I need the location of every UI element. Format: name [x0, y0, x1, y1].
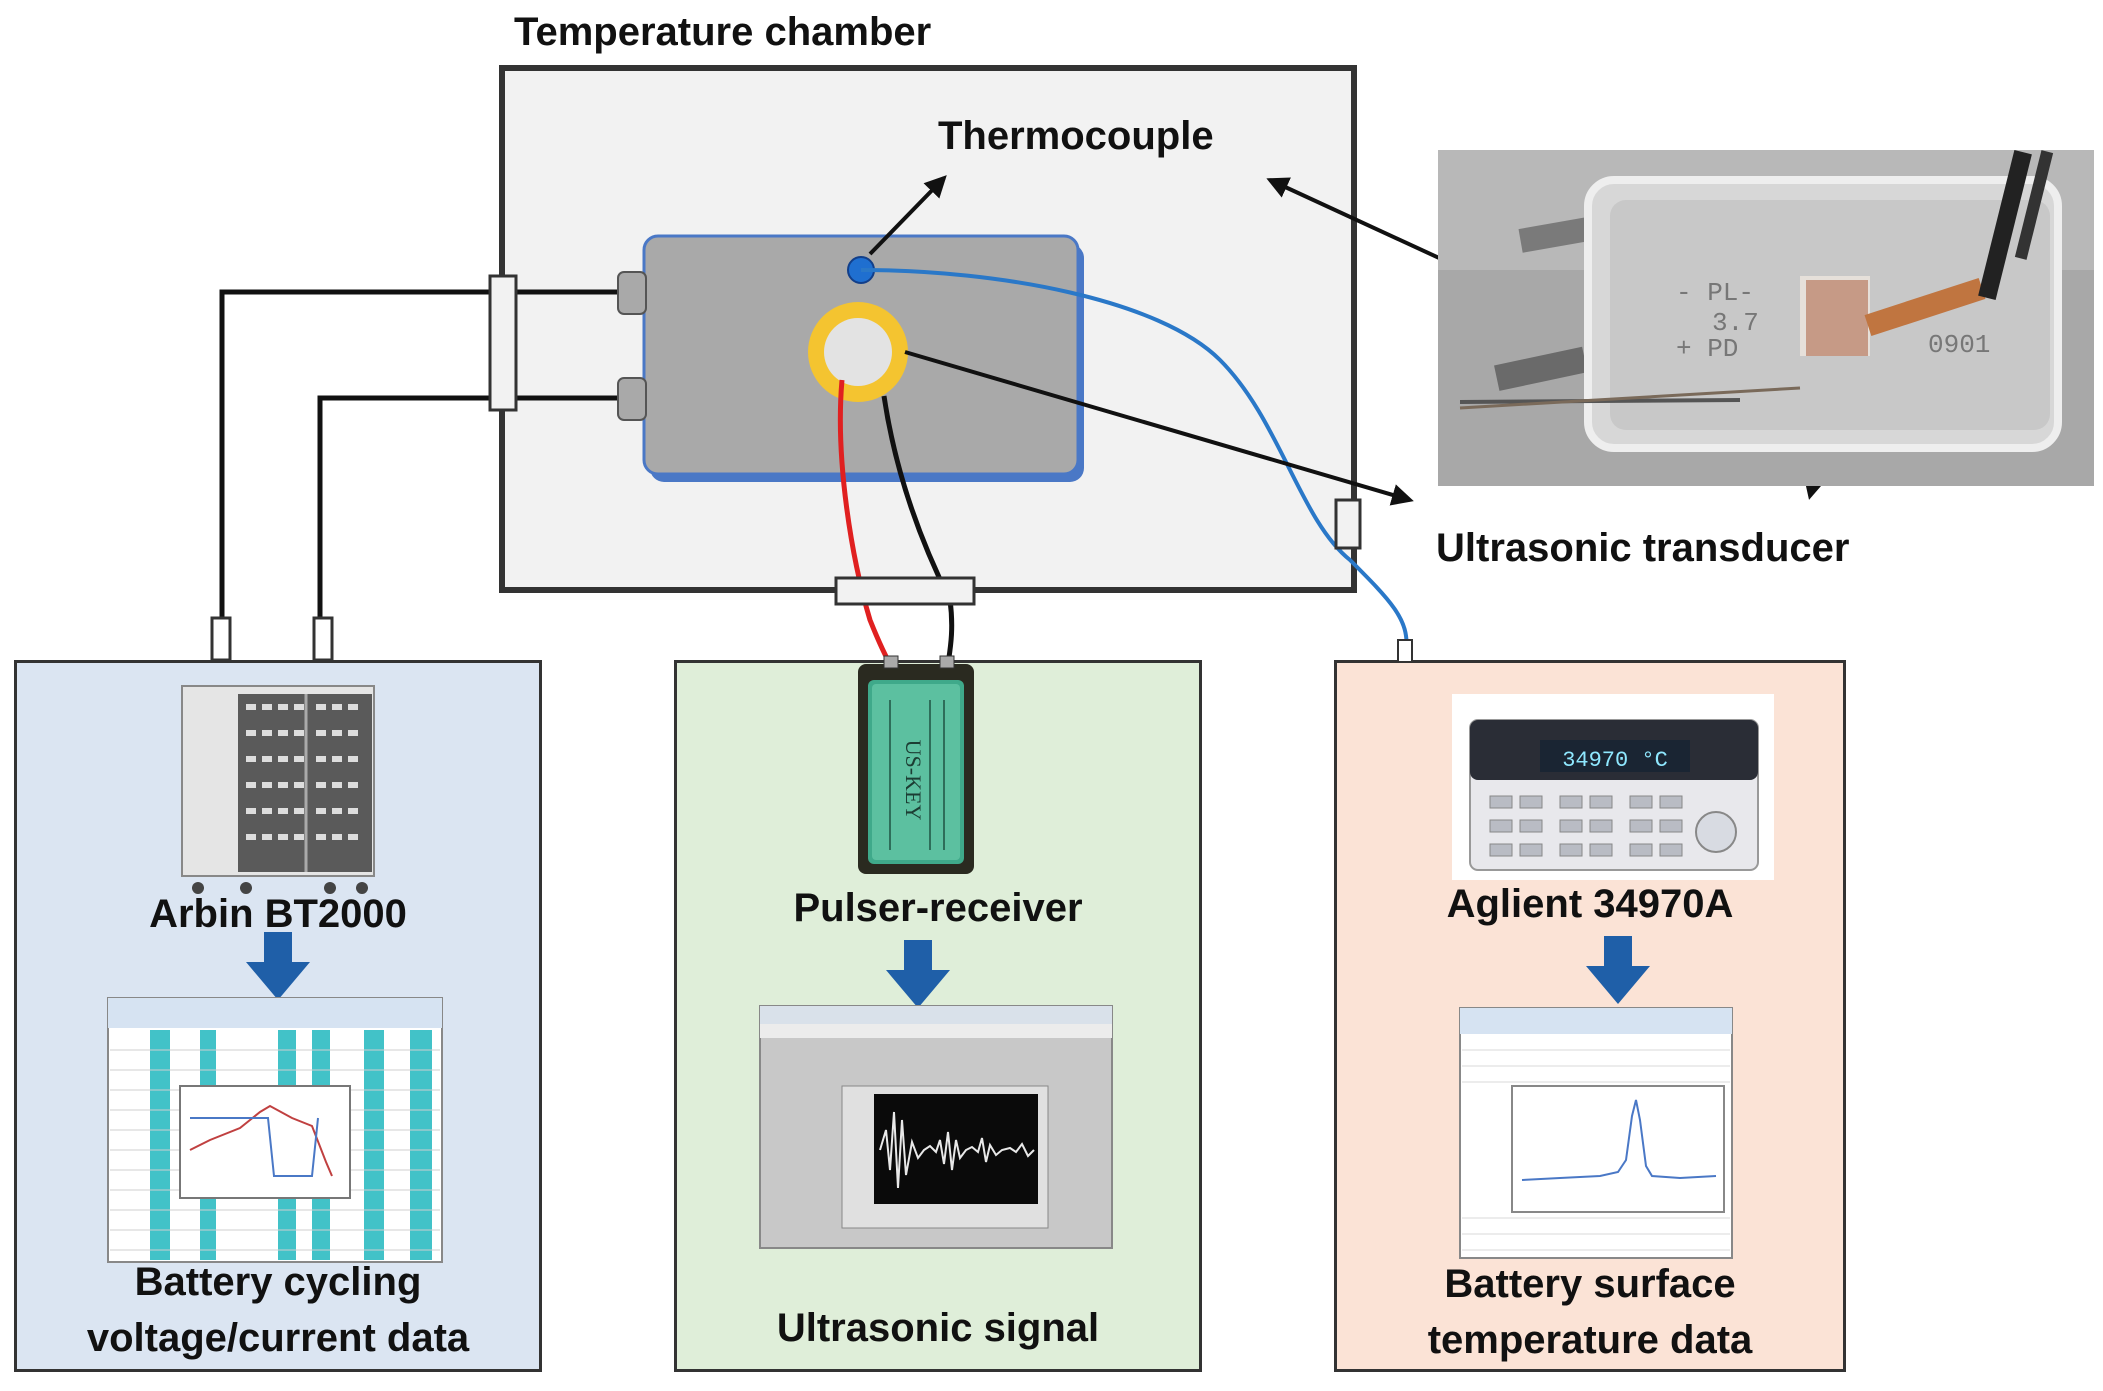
- photo-print-line1: - PL-: [1676, 278, 1754, 308]
- ultrasonic-waveform: [879, 1111, 1035, 1189]
- agilent-connector: [1397, 639, 1413, 663]
- cycling-data-label-line2: voltage/current data: [86, 1316, 470, 1360]
- chamber-port-bottom: [834, 576, 976, 606]
- battery-terminal-bottom: [617, 377, 647, 421]
- cycling-data-label-line1: Battery cycling: [134, 1260, 422, 1304]
- ultrasonic-signal-screenshot: [759, 1005, 1113, 1249]
- cycling-voltage-curve: [189, 1104, 333, 1177]
- temperature-chamber-label: Temperature chamber: [514, 10, 932, 54]
- temperature-data-label-line1: Battery surface: [1444, 1262, 1736, 1306]
- thermocouple-connector: [1334, 498, 1362, 550]
- temperature-embedded-plot: [1511, 1085, 1725, 1213]
- battery-terminal-top: [617, 271, 647, 315]
- agilent-knob: [1695, 811, 1737, 853]
- pulser-receiver-image: US-KEY: [858, 655, 974, 874]
- cycling-embedded-plot: [179, 1085, 351, 1199]
- blue-arrows: [246, 932, 1650, 1008]
- agilent-display: 34970 °C: [1562, 748, 1668, 773]
- chamber-port-left: [488, 274, 518, 412]
- arrow-down-arbin: [246, 932, 310, 1000]
- photo-print-line2: 3.7: [1712, 308, 1759, 338]
- temperature-data-screenshot: [1459, 1007, 1733, 1259]
- arrow-down-agilent: [1586, 936, 1650, 1004]
- thermocouple-pointer: [868, 175, 947, 256]
- cycling-current-curve: [190, 1117, 319, 1177]
- battery-photo: - PL- 3.7 + PD 0901: [1438, 150, 2094, 486]
- transducer-arrow: [904, 350, 1414, 506]
- cycling-data-screenshot: [107, 997, 443, 1263]
- pulser-device-text: US-KEY: [901, 740, 926, 821]
- temperature-data-label-line2: temperature data: [1427, 1318, 1753, 1362]
- arrow-down-pulser: [886, 940, 950, 1008]
- thermocouple-label: Thermocouple: [938, 114, 1214, 158]
- arbin-connector-1: [210, 616, 232, 662]
- black-wire: [881, 395, 955, 665]
- transducer-patch: [1806, 280, 1868, 356]
- temperature-curve: [1521, 1099, 1717, 1181]
- agilent-label: Aglient 34970A: [1446, 882, 1734, 926]
- agilent-34970a-image: 34970 °C: [1452, 694, 1774, 880]
- thermocouple-wire: [860, 268, 1409, 651]
- arbin-label: Arbin BT2000: [149, 892, 407, 936]
- arbin-cycler-image: [181, 685, 375, 894]
- arbin-connector-2: [312, 616, 334, 662]
- arbin-cables: [219, 289, 620, 620]
- photo-print-line3: + PD: [1676, 334, 1738, 364]
- pulser-receiver-label: Pulser-receiver: [793, 886, 1083, 930]
- photo-print-code: 0901: [1928, 330, 1990, 360]
- ultrasonic-transducer-label: Ultrasonic transducer: [1436, 526, 1850, 570]
- ultrasonic-signal-label: Ultrasonic signal: [776, 1306, 1100, 1350]
